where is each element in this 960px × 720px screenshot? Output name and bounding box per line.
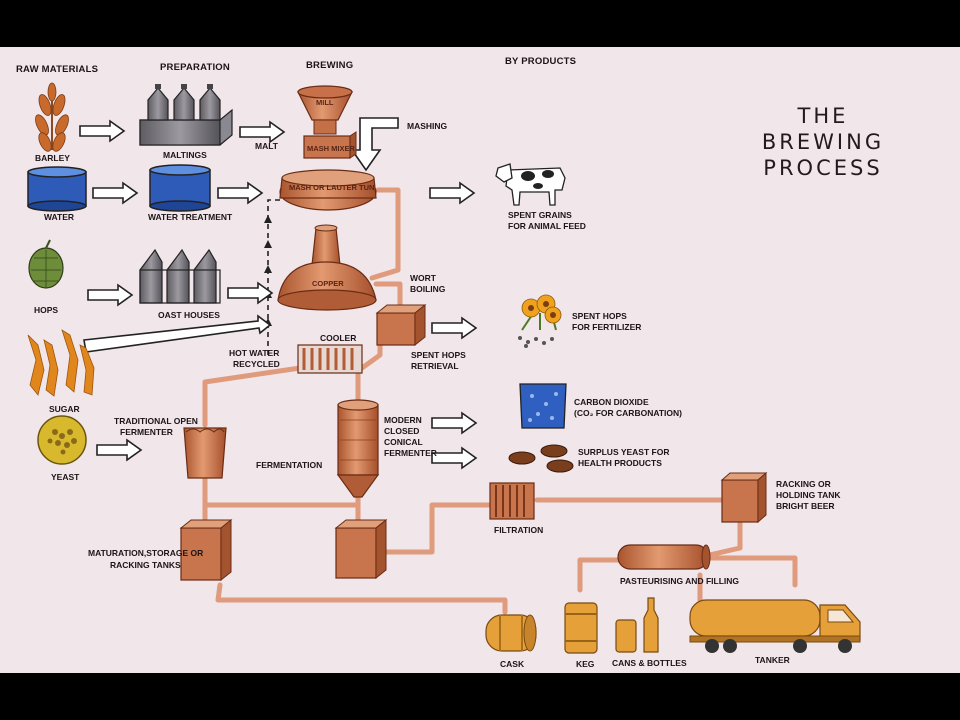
tanker-truck-icon	[689, 599, 861, 653]
label-keg: KEG	[576, 659, 595, 669]
oast-houses-icon	[139, 248, 221, 304]
barley-icon	[35, 82, 69, 152]
label-co2-1: CARBON DIOXIDE	[574, 397, 649, 407]
label-tanker: TANKER	[755, 655, 790, 665]
label-racking-1: RACKING OR	[776, 479, 831, 489]
label-spent-hops-2: FOR FERTILIZER	[572, 322, 642, 332]
label-wort-2: BOILING	[410, 284, 446, 294]
label-sugar: SUGAR	[49, 404, 80, 414]
label-spent-grains-2: FOR ANIMAL FEED	[508, 221, 586, 231]
open-fermenter-icon	[183, 427, 227, 479]
header-raw-materials: RAW MATERIALS	[16, 64, 99, 75]
label-open-fermenter-2: FERMENTER	[120, 427, 173, 437]
water-treatment-tank-icon	[149, 164, 211, 212]
label-open-fermenter-1: TRADITIONAL OPEN	[114, 416, 198, 426]
flowers-icon	[518, 294, 562, 348]
hops-icon	[28, 239, 64, 289]
label-spent-grains-1: SPENT GRAINS	[508, 210, 572, 220]
maturation-tank-right	[334, 518, 388, 580]
label-yeast-products-1: SURPLUS YEAST FOR	[578, 447, 670, 457]
label-hot-water-1: HOT WATER	[229, 348, 280, 358]
maturation-tank-left	[179, 518, 233, 582]
cans-bottles-icon	[615, 597, 659, 653]
label-spent-hops-1: SPENT HOPS	[572, 311, 627, 321]
label-racking-2: HOLDING TANK	[776, 490, 841, 500]
flow-arrows	[79, 117, 477, 469]
maltings-building-icon	[139, 84, 233, 146]
label-mash-mixer: MASH MIXER	[307, 144, 355, 153]
cask-icon	[485, 614, 537, 652]
mill-icon	[297, 85, 353, 135]
label-maturation-1: MATURATION,STORAGE OR	[88, 548, 204, 558]
title-line-3: PROCESS	[763, 156, 883, 180]
label-conical-1: MODERN	[384, 415, 422, 425]
label-oast-houses: OAST HOUSES	[158, 310, 220, 320]
label-hops: HOPS	[34, 305, 59, 315]
label-conical-3: CONICAL	[384, 437, 423, 447]
label-filtration: FILTRATION	[494, 525, 544, 535]
sugar-cane-icon	[27, 329, 95, 397]
hot-water-recycle-line	[267, 199, 282, 355]
label-cooler: COOLER	[320, 333, 357, 343]
label-malt: MALT	[255, 141, 278, 151]
label-hot-water-2: RECYCLED	[233, 359, 280, 369]
keg-icon	[564, 602, 598, 654]
label-spent-hops-retrieval-1: SPENT HOPS	[411, 350, 466, 360]
label-water: WATER	[44, 212, 75, 222]
label-co2-2: (CO₂ FOR CARBONATION)	[574, 408, 682, 418]
diagram-title: THE BREWING PROCESS	[728, 103, 918, 181]
label-fermentation: FERMENTATION	[256, 460, 323, 470]
bright-beer-tank-icon	[720, 471, 768, 524]
label-water-treatment: WATER TREATMENT	[148, 212, 233, 222]
header-by-products: BY PRODUCTS	[505, 56, 577, 67]
label-wort-1: WORT	[410, 273, 436, 283]
label-cans-bottles: CANS & BOTTLES	[612, 658, 687, 668]
pasteuriser-icon	[617, 544, 711, 570]
label-maltings: MALTINGS	[163, 150, 207, 160]
title-line-2: BREWING	[761, 130, 885, 154]
label-conical-4: FERMENTER	[384, 448, 437, 458]
water-tank-icon	[27, 166, 87, 212]
label-cask: CASK	[500, 659, 525, 669]
filtration-unit-icon	[489, 482, 535, 520]
label-mill: MILL	[316, 98, 334, 107]
title-line-1: THE	[797, 104, 849, 128]
label-mash-tun: MASH OR LAUTER TUN	[289, 183, 375, 192]
label-barley: BARLEY	[35, 153, 70, 163]
label-pasteurising: PASTEURISING AND FILLING	[620, 576, 739, 586]
header-preparation: PREPARATION	[160, 62, 230, 73]
yeast-tablets-icon	[508, 444, 574, 473]
conical-fermenter-icon	[336, 399, 380, 498]
cooler-icon	[297, 344, 363, 374]
mash-mixer-icon	[303, 131, 357, 159]
label-conical-2: CLOSED	[384, 426, 420, 436]
label-yeast-products-2: HEALTH PRODUCTS	[578, 458, 662, 468]
poster-background	[0, 47, 960, 673]
label-racking-3: BRIGHT BEER	[776, 501, 835, 511]
co2-beaker-icon	[519, 383, 567, 429]
label-copper: COPPER	[312, 279, 344, 288]
yeast-icon	[37, 415, 87, 465]
label-mashing: MASHING	[407, 121, 448, 131]
copper-kettle-icon	[277, 224, 377, 311]
mash-tun-icon	[279, 169, 377, 211]
label-spent-hops-retrieval-2: RETRIEVAL	[411, 361, 459, 371]
header-brewing: BREWING	[306, 60, 354, 71]
label-yeast: YEAST	[51, 472, 80, 482]
spent-hops-retrieval-box	[375, 303, 427, 347]
label-maturation-2: RACKING TANKS	[110, 560, 181, 570]
cow-icon	[495, 163, 566, 206]
